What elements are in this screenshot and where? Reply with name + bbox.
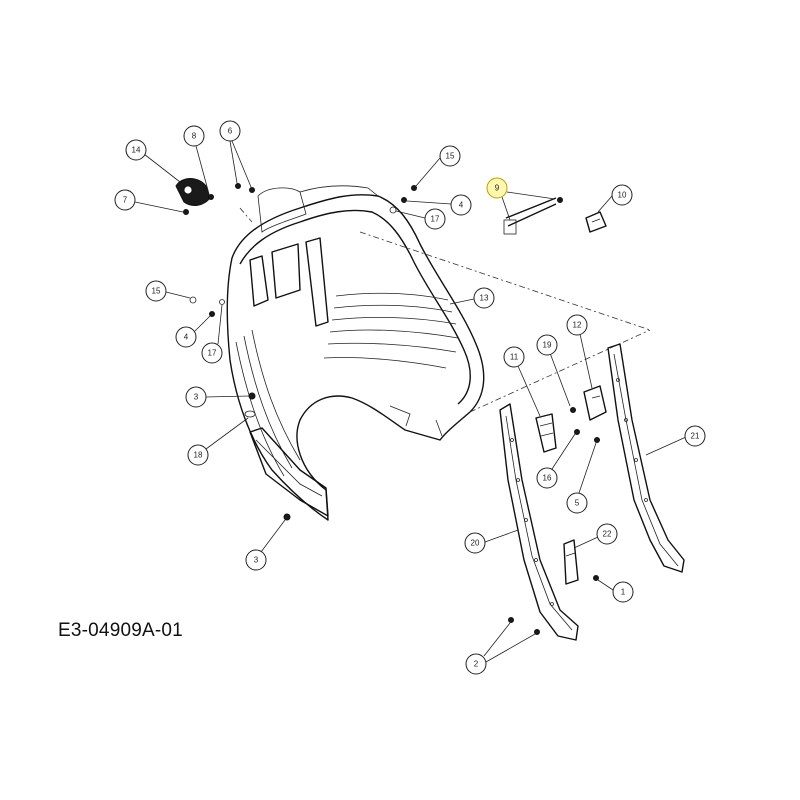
callout-21: 21 [645,425,706,456]
callout-15-top: 15 [415,145,461,187]
callout-13: 13 [449,287,495,309]
callout-2: 2 [465,622,536,675]
callout-label: 6 [228,127,233,136]
callout-3-bottom: 3 [245,519,286,571]
callout-label: 17 [208,349,217,358]
callout-label: 13 [480,294,489,303]
callout-7: 7 [114,189,184,213]
callout-label: 10 [618,191,627,200]
callout-label: 19 [543,341,552,350]
screws [183,183,600,635]
callout-label: 3 [194,393,199,402]
callout-9: 9 [486,177,556,221]
callout-label: 8 [192,132,197,141]
callout-label: 7 [123,196,128,205]
callout-15-left: 15 [145,280,191,302]
callout-label: 17 [431,215,440,224]
callout-label: 20 [471,539,480,548]
callout-label: 2 [474,660,479,669]
callout-label: 11 [510,353,519,362]
callout-label: 1 [621,588,626,597]
right-support-rail [607,343,685,573]
callout-label: 3 [254,556,259,565]
callout-label: 9 [495,184,500,193]
callout-16: 16 [536,433,576,489]
callout-3-mid: 3 [185,386,250,408]
callout-19: 19 [536,334,571,407]
callout-17-left: 17 [201,304,223,364]
left-support-rail [499,403,579,641]
bracket-clip-part [585,211,607,233]
callout-11: 11 [503,346,541,417]
callout-12: 12 [566,314,593,389]
callout-label: 15 [152,287,161,296]
callout-label: 4 [459,201,464,210]
callout-8: 8 [183,125,210,195]
callout-10: 10 [597,184,633,213]
knob-housing-part [175,178,211,206]
callout-1: 1 [597,579,634,603]
callout-5: 5 [566,442,597,514]
callout-4-left: 4 [175,315,211,348]
callout-label: 21 [691,432,700,441]
diagram-code-label: E3-04909A-01 [58,620,183,641]
control-rod-part [503,197,563,235]
callout-label: 14 [132,146,141,155]
callout-22: 22 [573,523,618,549]
callout-label: 15 [446,152,455,161]
callout-label: 12 [573,321,582,330]
callout-17-top: 17 [395,208,446,230]
assembly-lines [239,207,651,413]
callout-label: 5 [575,499,580,508]
callout-label: 16 [543,474,552,483]
mount-bracket-part [583,385,607,421]
switch-bracket-part [535,413,557,453]
support-plate-part [563,539,579,585]
callout-label: 22 [603,530,612,539]
dashboard-shroud [226,185,485,521]
callout-14: 14 [125,139,181,183]
callout-20: 20 [464,529,519,554]
callout-label: 4 [184,333,189,342]
callout-label: 18 [194,451,203,460]
callout-18: 18 [187,417,249,466]
callout-6: 6 [219,120,252,188]
callout-4-top: 4 [406,194,472,216]
